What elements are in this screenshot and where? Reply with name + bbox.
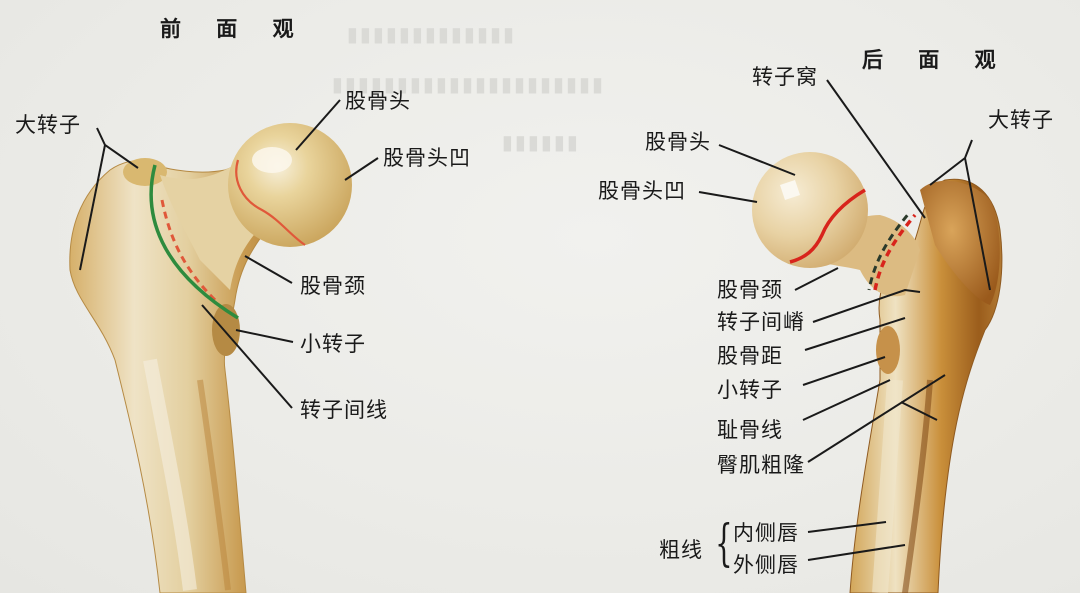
anterior-femur [69, 123, 352, 593]
label-medial-lip: 内侧唇 [733, 521, 799, 545]
label-femoral-head-posterior: 股骨头 [645, 130, 711, 154]
label-linea-aspera: 粗线 [659, 538, 703, 562]
brace-linea-aspera: { [715, 514, 733, 572]
anterior-leader-lines [79, 99, 379, 409]
anterior-view-title: 前 面 观 [160, 17, 308, 41]
posterior-view-title: 后 面 观 [862, 48, 1010, 72]
label-calcar-femorale: 股骨距 [717, 344, 783, 368]
label-pectineal-line: 耻骨线 [717, 418, 783, 442]
label-trochanteric-fossa: 转子窝 [752, 65, 818, 89]
label-intertrochanteric-line: 转子间线 [300, 398, 388, 422]
label-femoral-head-anterior: 股骨头 [345, 89, 411, 113]
label-fovea-anterior: 股骨头凹 [383, 146, 471, 170]
label-greater-trochanter-anterior: 大转子 [15, 113, 81, 137]
label-fovea-posterior: 股骨头凹 [598, 179, 686, 203]
label-femoral-neck-posterior: 股骨颈 [717, 278, 783, 302]
label-lesser-trochanter-anterior: 小转子 [300, 332, 366, 356]
label-intertrochanteric-crest: 转子间嵴 [717, 310, 805, 334]
label-femoral-neck-anterior: 股骨颈 [300, 274, 366, 298]
label-lesser-trochanter-posterior: 小转子 [717, 378, 783, 402]
posterior-leader-lines [698, 79, 991, 561]
label-lateral-lip: 外侧唇 [733, 553, 799, 577]
label-greater-trochanter-posterior: 大转子 [988, 108, 1054, 132]
label-gluteal-tuberosity: 臀肌粗隆 [717, 453, 805, 477]
